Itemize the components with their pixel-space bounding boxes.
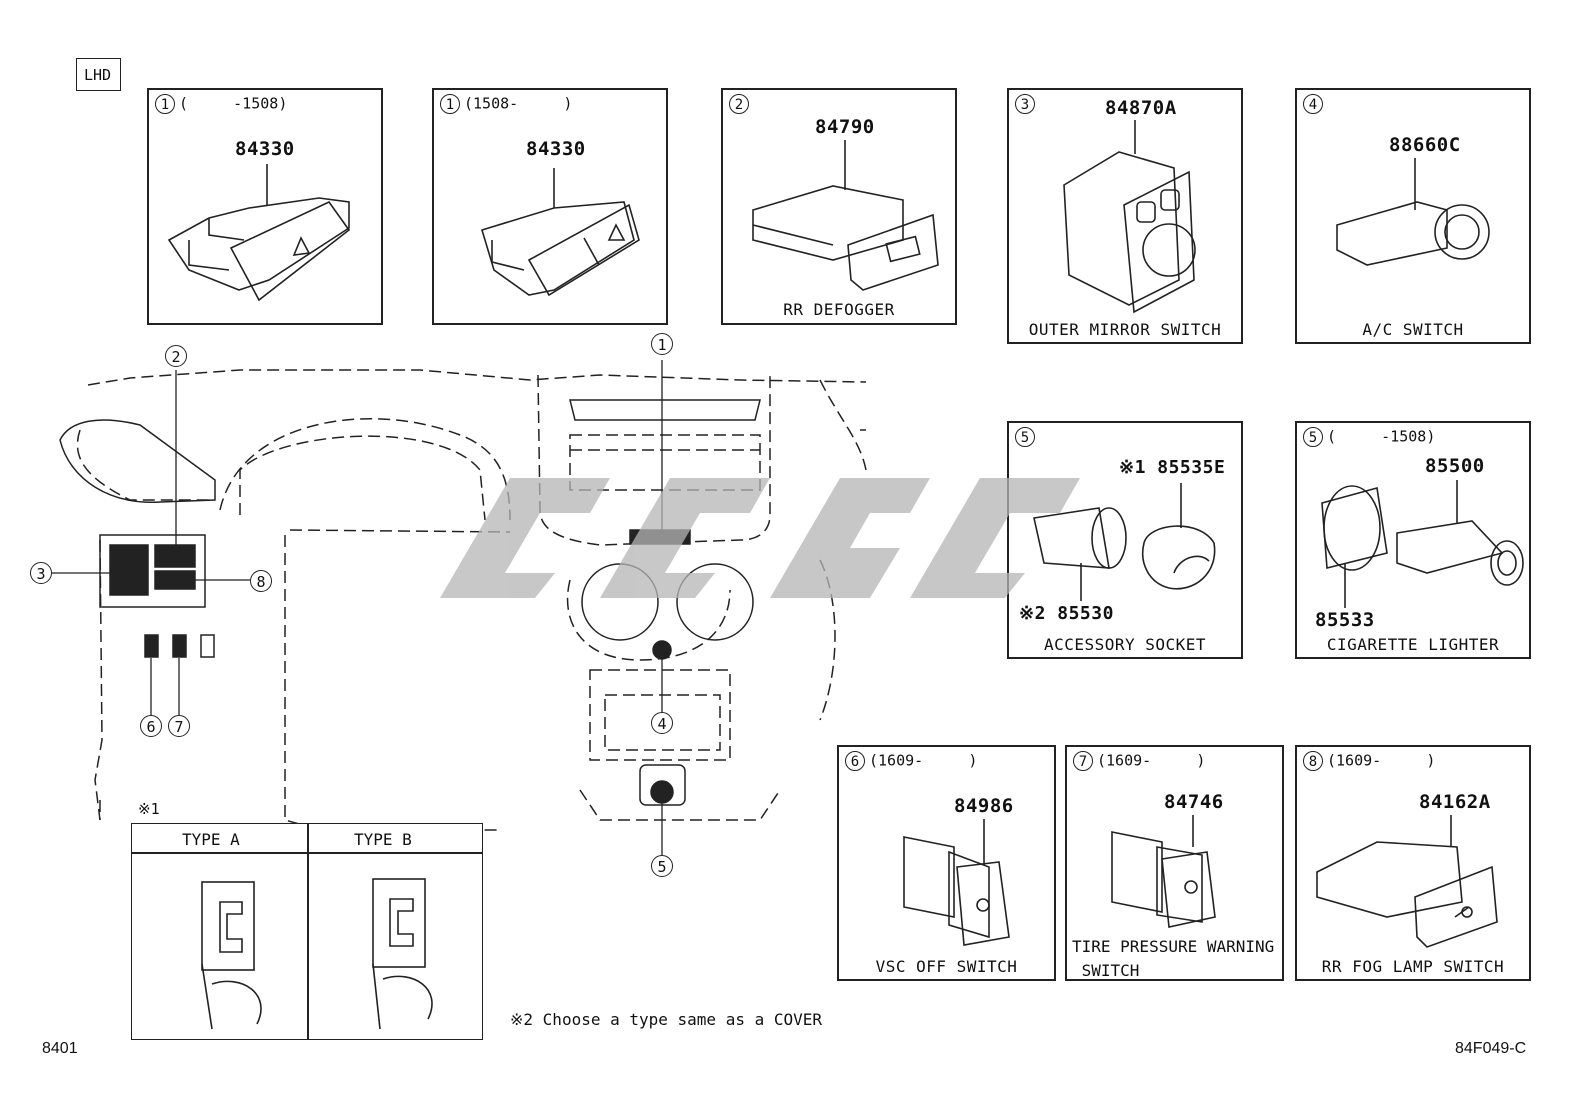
callout-3: 3 [30,562,52,584]
callout-1: 1 [651,333,673,355]
defogger-switch-drawing [752,140,939,291]
watermark-logo [440,478,1080,598]
accessory-socket-drawing [1033,483,1216,601]
panel-caption: ACCESSORY SOCKET [1043,635,1207,654]
panel-date-range: (1609- ) [1327,751,1436,770]
panel-caption: TIRE PRESSURE WARNING SWITCH [1072,937,1275,980]
type-table-header-line [132,852,482,854]
lhd-label: LHD [84,66,112,84]
callout-8: 8 [250,570,272,592]
type-a-label: TYPE A [182,830,240,849]
panel-outer-mirror-switch: 3 84870A OUTER MIRROR SWITCH [1007,88,1243,344]
part-number: 88660C [1389,134,1461,156]
panel-date-range: ( -1508) [1327,427,1436,446]
part-number: 84330 [526,138,586,160]
part-number: 84870A [1105,97,1177,119]
type-b-label: TYPE B [354,830,412,849]
part-number: 84330 [235,138,295,160]
panel-vsc-off-switch: 6(1609- ) 84986 VSC OFF SWITCH [837,745,1056,981]
panel-number: 7 [1073,751,1093,771]
tire-pressure-switch-drawing [1111,815,1216,928]
panel-cigarette-lighter: 5( -1508) 85500 85533 CIGARETTE LIGHTER [1295,421,1531,659]
callout-4: 4 [651,712,673,734]
callout-7: 7 [168,715,190,737]
type-table: TYPE A TYPE B [131,823,483,1040]
panel-number: 5 [1015,427,1035,447]
panel-number: 1 [440,94,460,114]
panel-caption: RR FOG LAMP SWITCH [1321,957,1505,976]
panel-caption: VSC OFF SWITCH [875,957,1018,976]
callout-6: 6 [140,715,162,737]
type-table-marker: ※1 [138,800,160,818]
panel-rr-fog-lamp-switch: 8(1609- ) 84162A RR FOG LAMP SWITCH [1295,745,1531,981]
hazard-passenger-switch-drawing [481,168,640,297]
mirror-switch-drawing [1063,120,1196,314]
note-choose-type: ※2 Choose a type same as a COVER [510,1010,823,1029]
ring-part-number: 85533 [1315,609,1375,631]
cover-part-number: ※1 85535E [1119,457,1226,478]
panel-ac-switch: 4 88660C A/C SWITCH [1295,88,1531,344]
type-b-drawing [372,878,433,1030]
panel-number: 1 [155,94,175,114]
panel-date-range: ( -1508) [179,94,288,113]
panel-date-range: (1508- ) [464,94,573,113]
part-number: 84746 [1164,791,1224,813]
panel-caption: A/C SWITCH [1362,320,1464,339]
panel-caption: RR DEFOGGER [783,300,895,319]
footer-left-code: 8401 [42,1040,78,1057]
ac-switch-drawing [1336,158,1490,266]
panel-hazard-switch-late: 1(1508- ) 84330 [432,88,668,325]
part-number: 85500 [1425,455,1485,477]
part-number: 84790 [815,116,875,138]
fog-lamp-switch-drawing [1316,815,1498,948]
panel-hazard-switch-early: 1( -1508) 84330 [147,88,383,325]
panel-number: 8 [1303,751,1323,771]
panel-number: 4 [1303,94,1323,114]
panel-rr-defogger: 2 84790 RR DEFOGGER [721,88,957,325]
panel-number: 2 [729,94,749,114]
panel-date-range: (1609- ) [1097,751,1206,770]
part-number: 84986 [954,795,1014,817]
part-number: 84162A [1419,791,1491,813]
panel-tire-pressure-switch: 7(1609- ) 84746 TIRE PRESSURE WARNING SW… [1065,745,1284,981]
socket-part-number: ※2 85530 [1019,603,1114,624]
cigarette-lighter-drawing [1321,480,1524,608]
hazard-switch-drawing [167,164,351,302]
footer-right-code: 84F049-C [1455,1040,1527,1057]
panel-caption: CIGARETTE LIGHTER [1326,635,1500,654]
vsc-switch-drawing [903,819,1010,946]
lhd-tag: LHD [76,58,121,91]
panel-accessory-socket: 5 ※1 85535E ※2 85530 ACCESSORY SOCKET [1007,421,1243,659]
type-a-drawing [201,881,262,1030]
panel-date-range: (1609- ) [869,751,978,770]
type-table-divider [307,824,309,1039]
dashboard-diagram [52,360,867,855]
panel-number: 5 [1303,427,1323,447]
callout-5: 5 [651,855,673,877]
panel-caption: OUTER MIRROR SWITCH [1028,320,1222,339]
callout-2: 2 [165,345,187,367]
panel-number: 6 [845,751,865,771]
panel-number: 3 [1015,94,1035,114]
